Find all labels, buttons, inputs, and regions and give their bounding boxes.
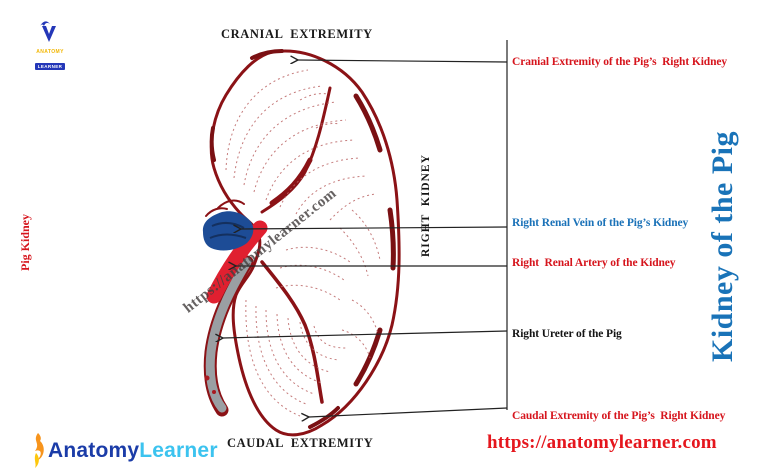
site-url-link[interactable]: https://anatomylearner.com xyxy=(487,432,717,453)
hilum-vessel-squiggles xyxy=(205,199,245,217)
kidney-of-the-pig-vertical-text: Kidney of the Pig xyxy=(706,131,739,362)
logo-anatomy-text: Anatomy xyxy=(48,439,140,462)
kidney-body xyxy=(209,49,401,437)
renal-artery-shape xyxy=(206,220,268,304)
kidney-edge-accents xyxy=(209,49,396,429)
vein-arrow xyxy=(241,227,508,229)
flame-icon xyxy=(34,433,44,468)
pig-kidney-vertical-text: Pig Kidney xyxy=(18,213,32,271)
cranial-extremity-title: CRANIAL EXTREMITY xyxy=(221,27,373,41)
label-caudal-extremity: Caudal Extremity of the Pig’s Right Kidn… xyxy=(512,410,726,422)
leader-lines xyxy=(223,40,508,417)
cranial-arrow xyxy=(298,60,508,62)
label-ureter: Right Ureter of the Pig xyxy=(512,328,622,340)
mini-logo-learner-text: LEARNER xyxy=(34,63,66,70)
logo-learner-text: Learner xyxy=(139,439,218,462)
mini-logo-anatomy-text: ANATOMY xyxy=(36,49,64,55)
label-renal-artery: Right Renal Artery of the Kidney xyxy=(512,257,676,269)
label-cranial-extremity: Cranial Extremity of the Pig’s Right Kid… xyxy=(512,56,728,68)
ureter-shape xyxy=(203,255,254,417)
kidney-internal-lines xyxy=(260,86,332,404)
anatomylearner-mini-logo: ANATOMY LEARNER xyxy=(30,20,70,73)
kidney-stipple-texture xyxy=(225,69,381,417)
caudal-extremity-title: CAUDAL EXTREMITY xyxy=(227,436,374,450)
label-renal-vein: Right Renal Vein of the Pig’s Kidney xyxy=(512,217,689,229)
caudal-arrow xyxy=(309,407,508,417)
ureter-arrow xyxy=(223,330,508,338)
right-kidney-vertical-text: RIGHT KIDNEY xyxy=(420,154,432,257)
renal-vein-shape xyxy=(202,211,254,251)
bird-v-icon xyxy=(40,21,56,42)
